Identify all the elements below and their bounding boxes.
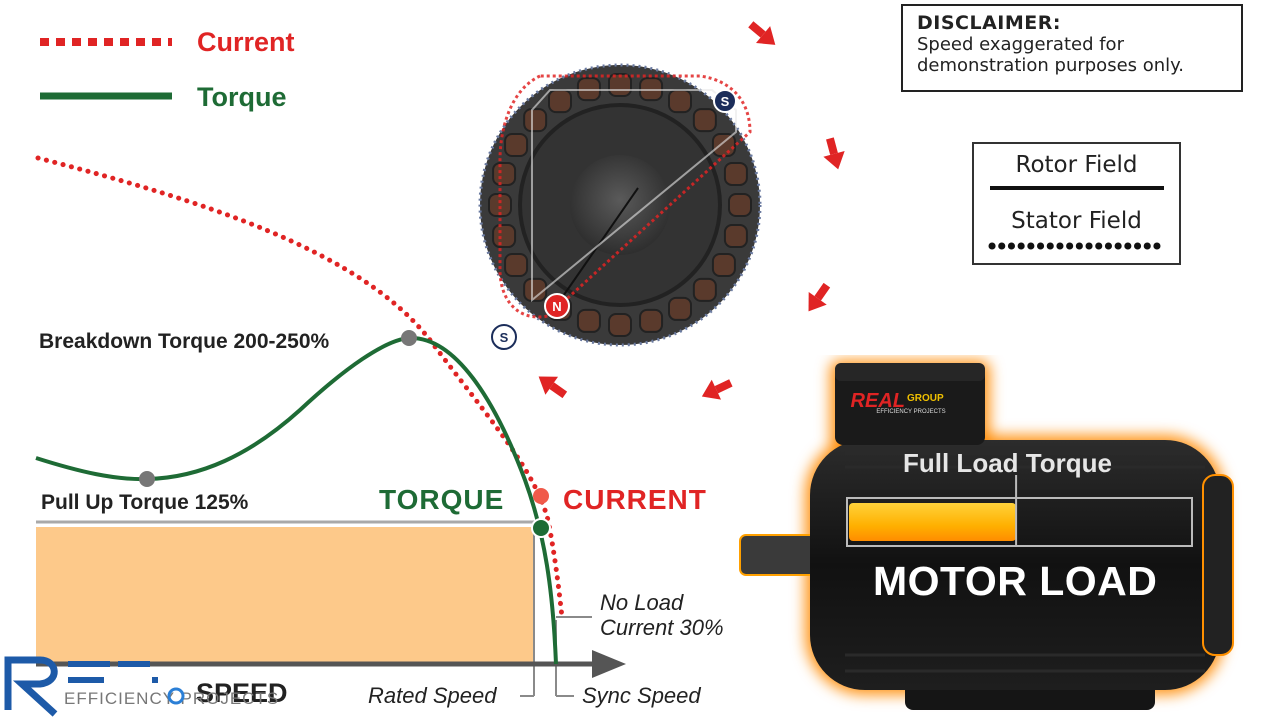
breakdown-torque-label: Breakdown Torque 200-250% bbox=[39, 330, 330, 353]
rotor-hub bbox=[570, 155, 670, 255]
logo-gear-icon bbox=[167, 687, 185, 705]
stator-field-outline bbox=[478, 63, 762, 347]
logo-r-mark bbox=[4, 656, 58, 717]
brand-logo: EFFICIENCY PROJECTS bbox=[4, 656, 278, 717]
rated-speed-label: Rated Speed bbox=[368, 683, 497, 708]
field-legend-box: Rotor Field Stator Field bbox=[972, 142, 1181, 265]
rotor-pole-n-letter: N bbox=[552, 299, 561, 314]
disclaimer-line-2: demonstration purposes only. bbox=[917, 55, 1184, 76]
stator-slot bbox=[504, 133, 529, 157]
rotor-pole-n bbox=[544, 293, 570, 319]
current-operating-marker bbox=[533, 488, 549, 504]
stator-slot bbox=[504, 253, 529, 277]
current-legend-label: Current bbox=[197, 27, 295, 57]
motor-load-label: MOTOR LOAD bbox=[873, 558, 1158, 604]
current-curve bbox=[35, 155, 565, 620]
rotation-arrow-4 bbox=[701, 379, 733, 400]
stator-slot bbox=[608, 313, 632, 337]
brand-sub-text: EFFICIENCY PROJECTS bbox=[876, 409, 945, 415]
brand-main-text: REAL bbox=[851, 390, 905, 412]
terminal-box-lid bbox=[835, 363, 985, 381]
load-gauge-fill bbox=[849, 503, 1017, 541]
motor-illustration: REAL GROUP EFFICIENCY PROJECTS bbox=[739, 360, 1234, 710]
motor-end-cap bbox=[1202, 474, 1234, 656]
stator-slot bbox=[492, 161, 517, 186]
load-gauge-frame bbox=[846, 497, 1193, 547]
stator-slot bbox=[523, 277, 548, 302]
sync-speed-label: Sync Speed bbox=[582, 683, 701, 708]
rotation-arrow-3 bbox=[808, 282, 831, 312]
terminal-box bbox=[835, 363, 985, 445]
disclaimer-line-1: Speed exaggerated for bbox=[917, 34, 1124, 55]
breakdown-marker bbox=[401, 330, 417, 346]
disclaimer-title: DISCLAIMER: bbox=[917, 12, 1061, 34]
rotor-field-loop-outer bbox=[498, 74, 752, 319]
speed-axis-label: SPEED bbox=[196, 678, 288, 708]
speed-axis-arrow bbox=[592, 650, 626, 678]
stator-slot bbox=[639, 308, 664, 333]
motor-body bbox=[810, 440, 1220, 690]
stator-slot bbox=[692, 277, 717, 302]
stator-slot bbox=[728, 193, 752, 217]
rotation-arrows bbox=[538, 21, 845, 400]
field-legend-lines bbox=[988, 186, 1168, 250]
rotor-diagram: N S N S bbox=[478, 63, 762, 350]
legend-lines bbox=[40, 38, 172, 100]
torque-marker-label: TORQUE bbox=[379, 484, 505, 515]
no-load-label-line-1: No Load bbox=[600, 590, 684, 615]
rotation-arrow-5 bbox=[538, 376, 568, 399]
stator-slot bbox=[723, 161, 748, 186]
stator-field-label: Stator Field bbox=[1011, 208, 1142, 234]
stator-pole-s-letter: S bbox=[500, 330, 509, 345]
pullup-marker bbox=[139, 471, 155, 487]
rotation-arrow-1 bbox=[748, 21, 776, 45]
motor-fins bbox=[845, 451, 1205, 673]
stator-slot bbox=[523, 108, 548, 133]
rotor-field-loop-inner bbox=[531, 89, 737, 303]
torque-speed-chart bbox=[35, 155, 626, 697]
load-area bbox=[36, 527, 534, 663]
stator-slot bbox=[668, 296, 692, 321]
rotor-field-label: Rotor Field bbox=[1015, 152, 1138, 178]
torque-operating-marker bbox=[531, 518, 551, 538]
stator-slot bbox=[723, 224, 748, 249]
rotor-marker-line bbox=[549, 187, 639, 316]
current-marker-label: CURRENT bbox=[563, 484, 707, 515]
rotor-pole-s-letter: S bbox=[721, 94, 730, 109]
no-load-label-line-2: Current 30% bbox=[600, 615, 724, 640]
rotor-pole-s bbox=[713, 89, 737, 113]
stator-pole-s bbox=[491, 324, 517, 350]
stator-slot bbox=[711, 253, 736, 277]
full-load-torque-label: Full Load Torque bbox=[903, 448, 1112, 478]
pullup-torque-label: Pull Up Torque 125% bbox=[41, 491, 249, 514]
torque-legend-label: Torque bbox=[197, 82, 287, 112]
disclaimer-box: DISCLAIMER: Speed exaggerated for demons… bbox=[901, 4, 1243, 92]
logo-letter-bars bbox=[68, 661, 158, 683]
stator-slot bbox=[576, 308, 601, 333]
rotation-arrow-2 bbox=[823, 137, 845, 170]
stator-slot bbox=[692, 108, 717, 133]
stator-slot bbox=[492, 224, 517, 249]
stator-slot bbox=[488, 193, 512, 217]
brand-group-text: GROUP bbox=[907, 393, 944, 404]
